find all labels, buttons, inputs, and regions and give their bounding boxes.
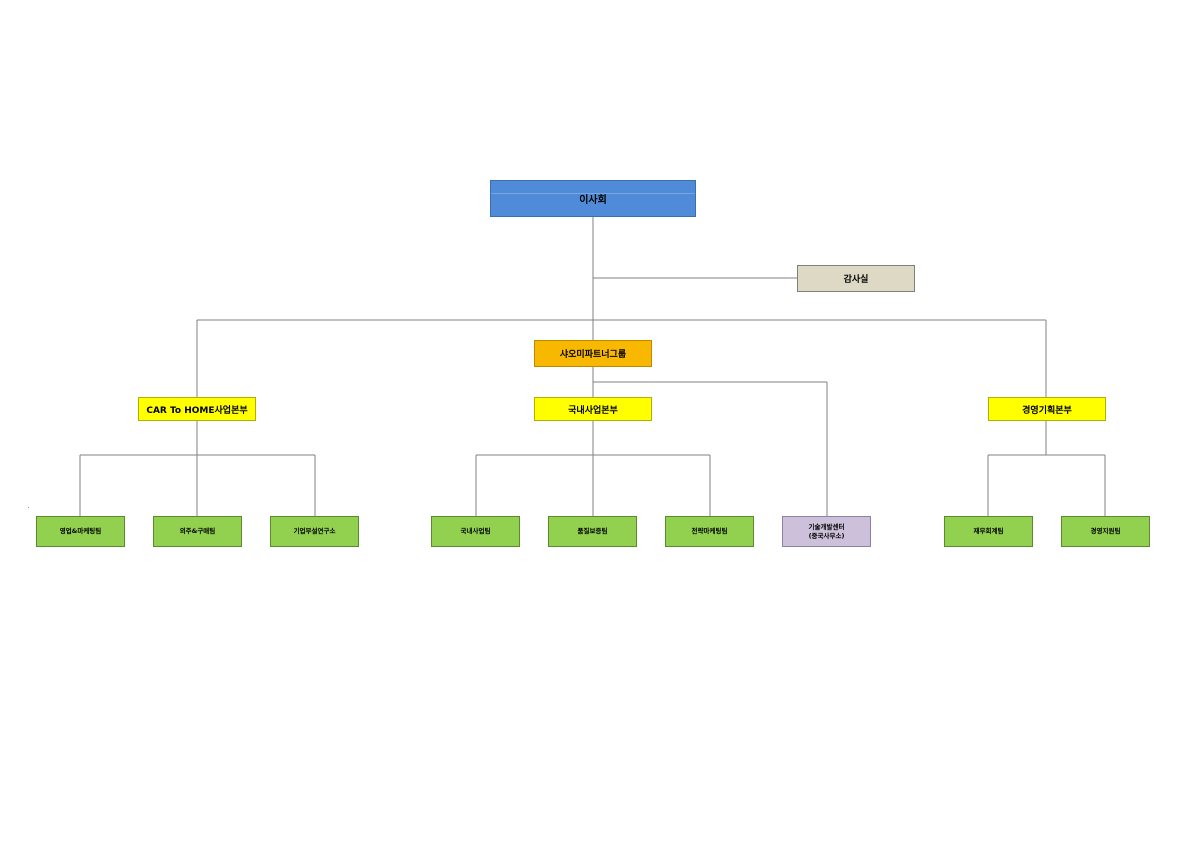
car-to-home-division-box[interactable]: CAR To HOME사업본부 [138, 397, 256, 421]
management-division-label: 경영기획본부 [1022, 405, 1072, 416]
domestic-business-team-box[interactable]: 국내사업팀 [431, 516, 520, 547]
research-institute-box[interactable]: 기업부설연구소 [270, 516, 359, 547]
management-division-box[interactable]: 경영기획본부 [988, 397, 1106, 421]
domestic-business-team-label: 국내사업팀 [460, 527, 491, 536]
research-institute-label: 기업부설연구소 [293, 527, 336, 536]
outsourcing-purchasing-team-box[interactable]: 외주&구매팀 [153, 516, 242, 547]
car-to-home-division-label: CAR To HOME사업본부 [146, 405, 248, 416]
tech-development-center-box[interactable]: 기술개발센터 (중국사무소) [782, 516, 871, 547]
tech-center-label-line1: 기술개발센터 [808, 523, 845, 532]
partner-group-label: 샤오미파트너그룹 [559, 350, 627, 360]
finance-accounting-team-box[interactable]: 재무회계팀 [944, 516, 1033, 547]
stray-dot [28, 507, 29, 508]
management-support-team-label: 경영지원팀 [1090, 527, 1121, 536]
quality-assurance-team-label: 품질보증팀 [577, 527, 608, 536]
management-support-team-box[interactable]: 경영지원팀 [1061, 516, 1150, 547]
strategic-marketing-team-box[interactable]: 전략마케팅팀 [665, 516, 754, 547]
sales-marketing-team-label: 영업&마케팅팀 [59, 527, 102, 536]
audit-office-label: 감사실 [843, 275, 869, 285]
sales-marketing-team-box[interactable]: 영업&마케팅팀 [36, 516, 125, 547]
board-label: 이사회 [579, 195, 607, 206]
domestic-division-box[interactable]: 국내사업본부 [534, 397, 652, 421]
finance-accounting-team-label: 재무회계팀 [973, 527, 1004, 536]
strategic-marketing-team-label: 전략마케팅팀 [691, 527, 728, 536]
domestic-division-label: 국내사업본부 [568, 405, 618, 416]
audit-office-box[interactable]: 감사실 [797, 265, 915, 292]
outsourcing-purchasing-team-label: 외주&구매팀 [179, 527, 216, 536]
partner-group-box[interactable]: 샤오미파트너그룹 [534, 340, 652, 367]
board-box[interactable]: 이사회 [490, 180, 696, 217]
quality-assurance-team-box[interactable]: 품질보증팀 [548, 516, 637, 547]
tech-center-label-line2: (중국사무소) [808, 531, 845, 540]
